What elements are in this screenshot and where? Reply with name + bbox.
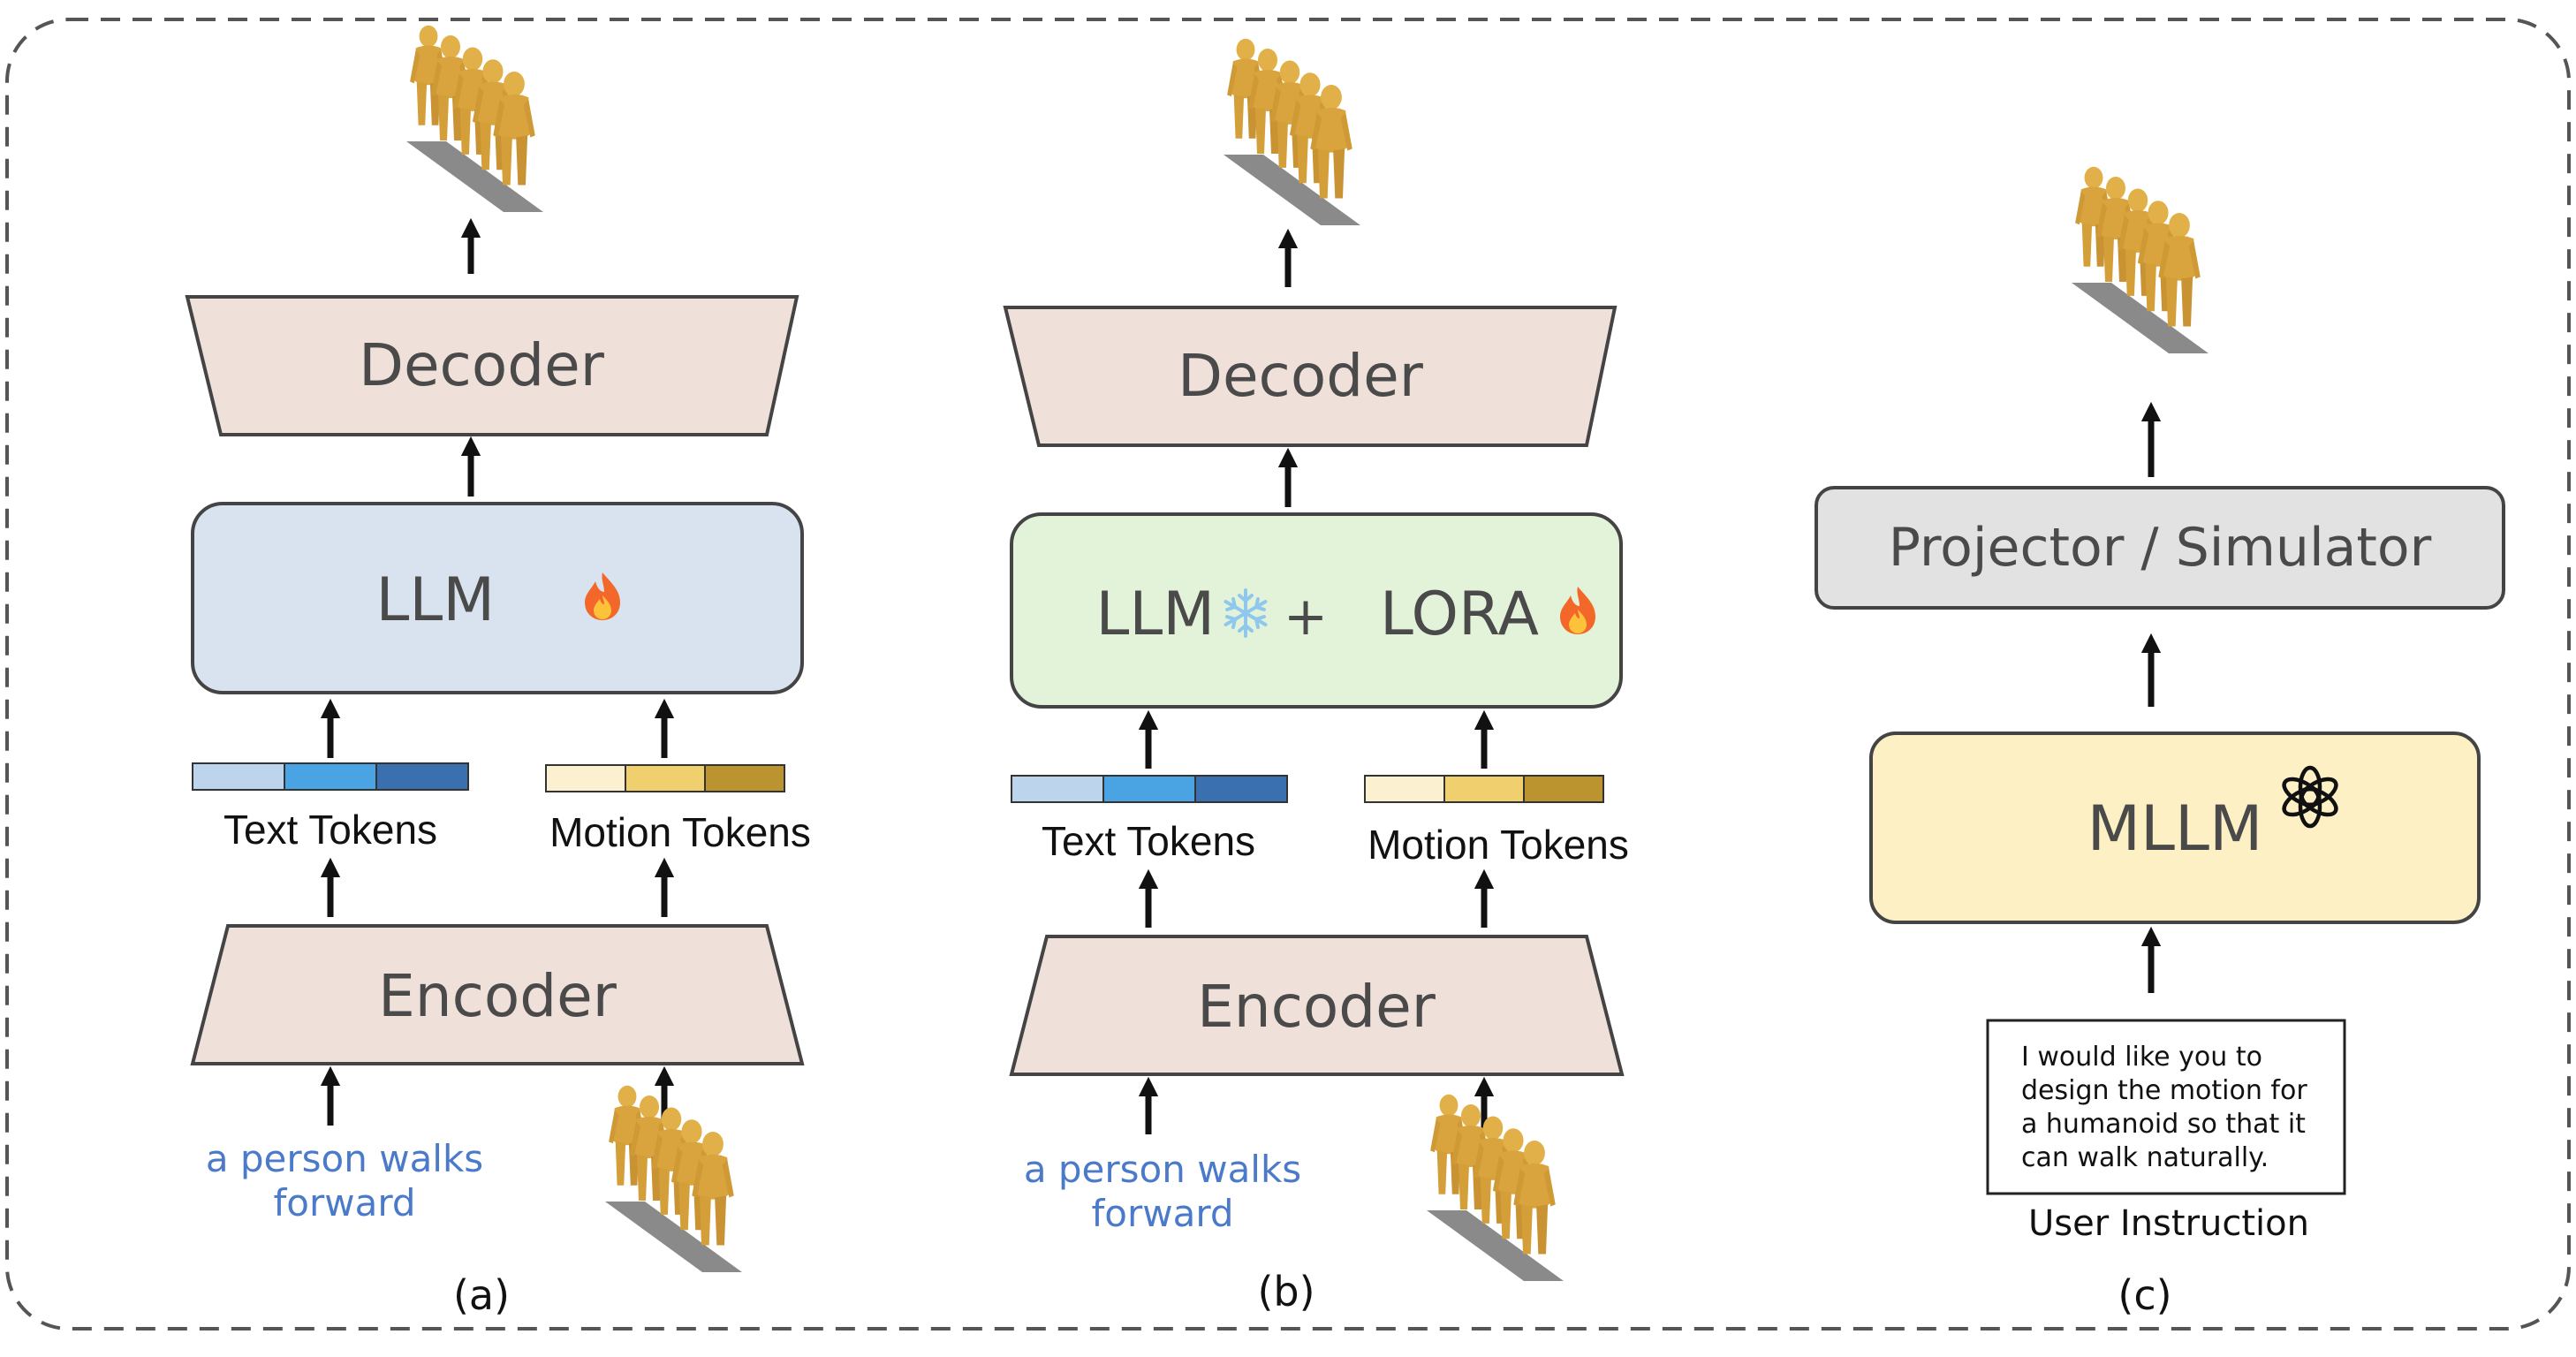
- user-instruction-box: [1986, 1019, 2346, 1195]
- panel-b: Decoder LLM + LORA Text Tokens Motion To…: [1003, 39, 1629, 1315]
- llm-label-a: LLM: [376, 565, 495, 635]
- encoder-label-b: Encoder: [1197, 973, 1436, 1041]
- instruction-line-1: I would like you to: [2021, 1042, 2262, 1073]
- output-motion-figure-c: [2072, 167, 2209, 353]
- input-motion-figure-b: [1427, 1095, 1564, 1281]
- instruction-line-2: design the motion for: [2021, 1075, 2307, 1106]
- input-motion-figure-a: [605, 1086, 742, 1272]
- output-motion-figure-a: [406, 26, 543, 212]
- motion-token-1: [1364, 775, 1445, 803]
- decoder-label-b: Decoder: [1178, 342, 1424, 410]
- text-token-3: [1194, 775, 1288, 803]
- caption-a: (a): [453, 1271, 510, 1319]
- text-token-1: [192, 762, 285, 791]
- motion-token-bar-b: [1364, 775, 1604, 803]
- text-input-line1-a: a person walks: [206, 1137, 483, 1180]
- llm-block-a: [191, 502, 804, 694]
- motion-token-3: [1523, 775, 1604, 803]
- text-input-line2-b: forward: [1091, 1192, 1233, 1235]
- output-motion-figure-b: [1224, 39, 1360, 225]
- encoder-label-a: Encoder: [378, 962, 617, 1030]
- motion-token-1: [545, 764, 626, 792]
- text-token-1: [1011, 775, 1104, 803]
- projector-simulator-label: Projector / Simulator: [1889, 517, 2432, 579]
- text-token-3: [375, 762, 469, 791]
- motion-tokens-label-b: Motion Tokens: [1368, 822, 1629, 868]
- llm-label-b: LLM: [1096, 580, 1215, 649]
- instruction-line-4: can walk naturally.: [2021, 1142, 2269, 1173]
- user-instruction-label: User Instruction: [2028, 1203, 2309, 1244]
- motion-token-2: [625, 764, 706, 792]
- panel-c: Projector / Simulator MLLM I would like …: [1815, 167, 2505, 1319]
- projector-simulator-block: [1815, 486, 2505, 610]
- text-token-2: [1102, 775, 1196, 803]
- llm-lora-block-b: [1010, 512, 1623, 709]
- motion-tokens-label-a: Motion Tokens: [549, 809, 811, 855]
- outer-dashed-frame: [5, 18, 2571, 1330]
- motion-token-bar-a: [545, 764, 785, 792]
- motion-token-2: [1443, 775, 1525, 803]
- decoder-label-a: Decoder: [359, 331, 605, 399]
- decoder-block-a: [185, 295, 799, 436]
- encoder-block-a: [190, 924, 805, 1065]
- text-tokens-label-a: Text Tokens: [224, 807, 437, 853]
- text-token-bar-b: [1011, 775, 1288, 803]
- motion-token-3: [704, 764, 785, 792]
- mllm-label: MLLM: [2087, 792, 2263, 865]
- text-tokens-label-b: Text Tokens: [1042, 818, 1255, 864]
- decoder-block-b: [1003, 306, 1618, 447]
- lora-label-b: LORA: [1380, 580, 1539, 649]
- instruction-line-3: a humanoid so that it: [2021, 1109, 2306, 1140]
- text-input-line2-a: forward: [273, 1181, 415, 1224]
- text-token-2: [284, 762, 377, 791]
- panel-a: Decoder LLM Text Tokens Motion Tokens En…: [185, 26, 811, 1319]
- caption-b: (b): [1257, 1268, 1315, 1315]
- text-input-line1-b: a person walks: [1024, 1148, 1301, 1191]
- encoder-block-b: [1009, 935, 1625, 1076]
- plus-sign-b: +: [1284, 586, 1328, 648]
- text-token-bar-a: [192, 762, 469, 791]
- caption-c: (c): [2118, 1271, 2171, 1319]
